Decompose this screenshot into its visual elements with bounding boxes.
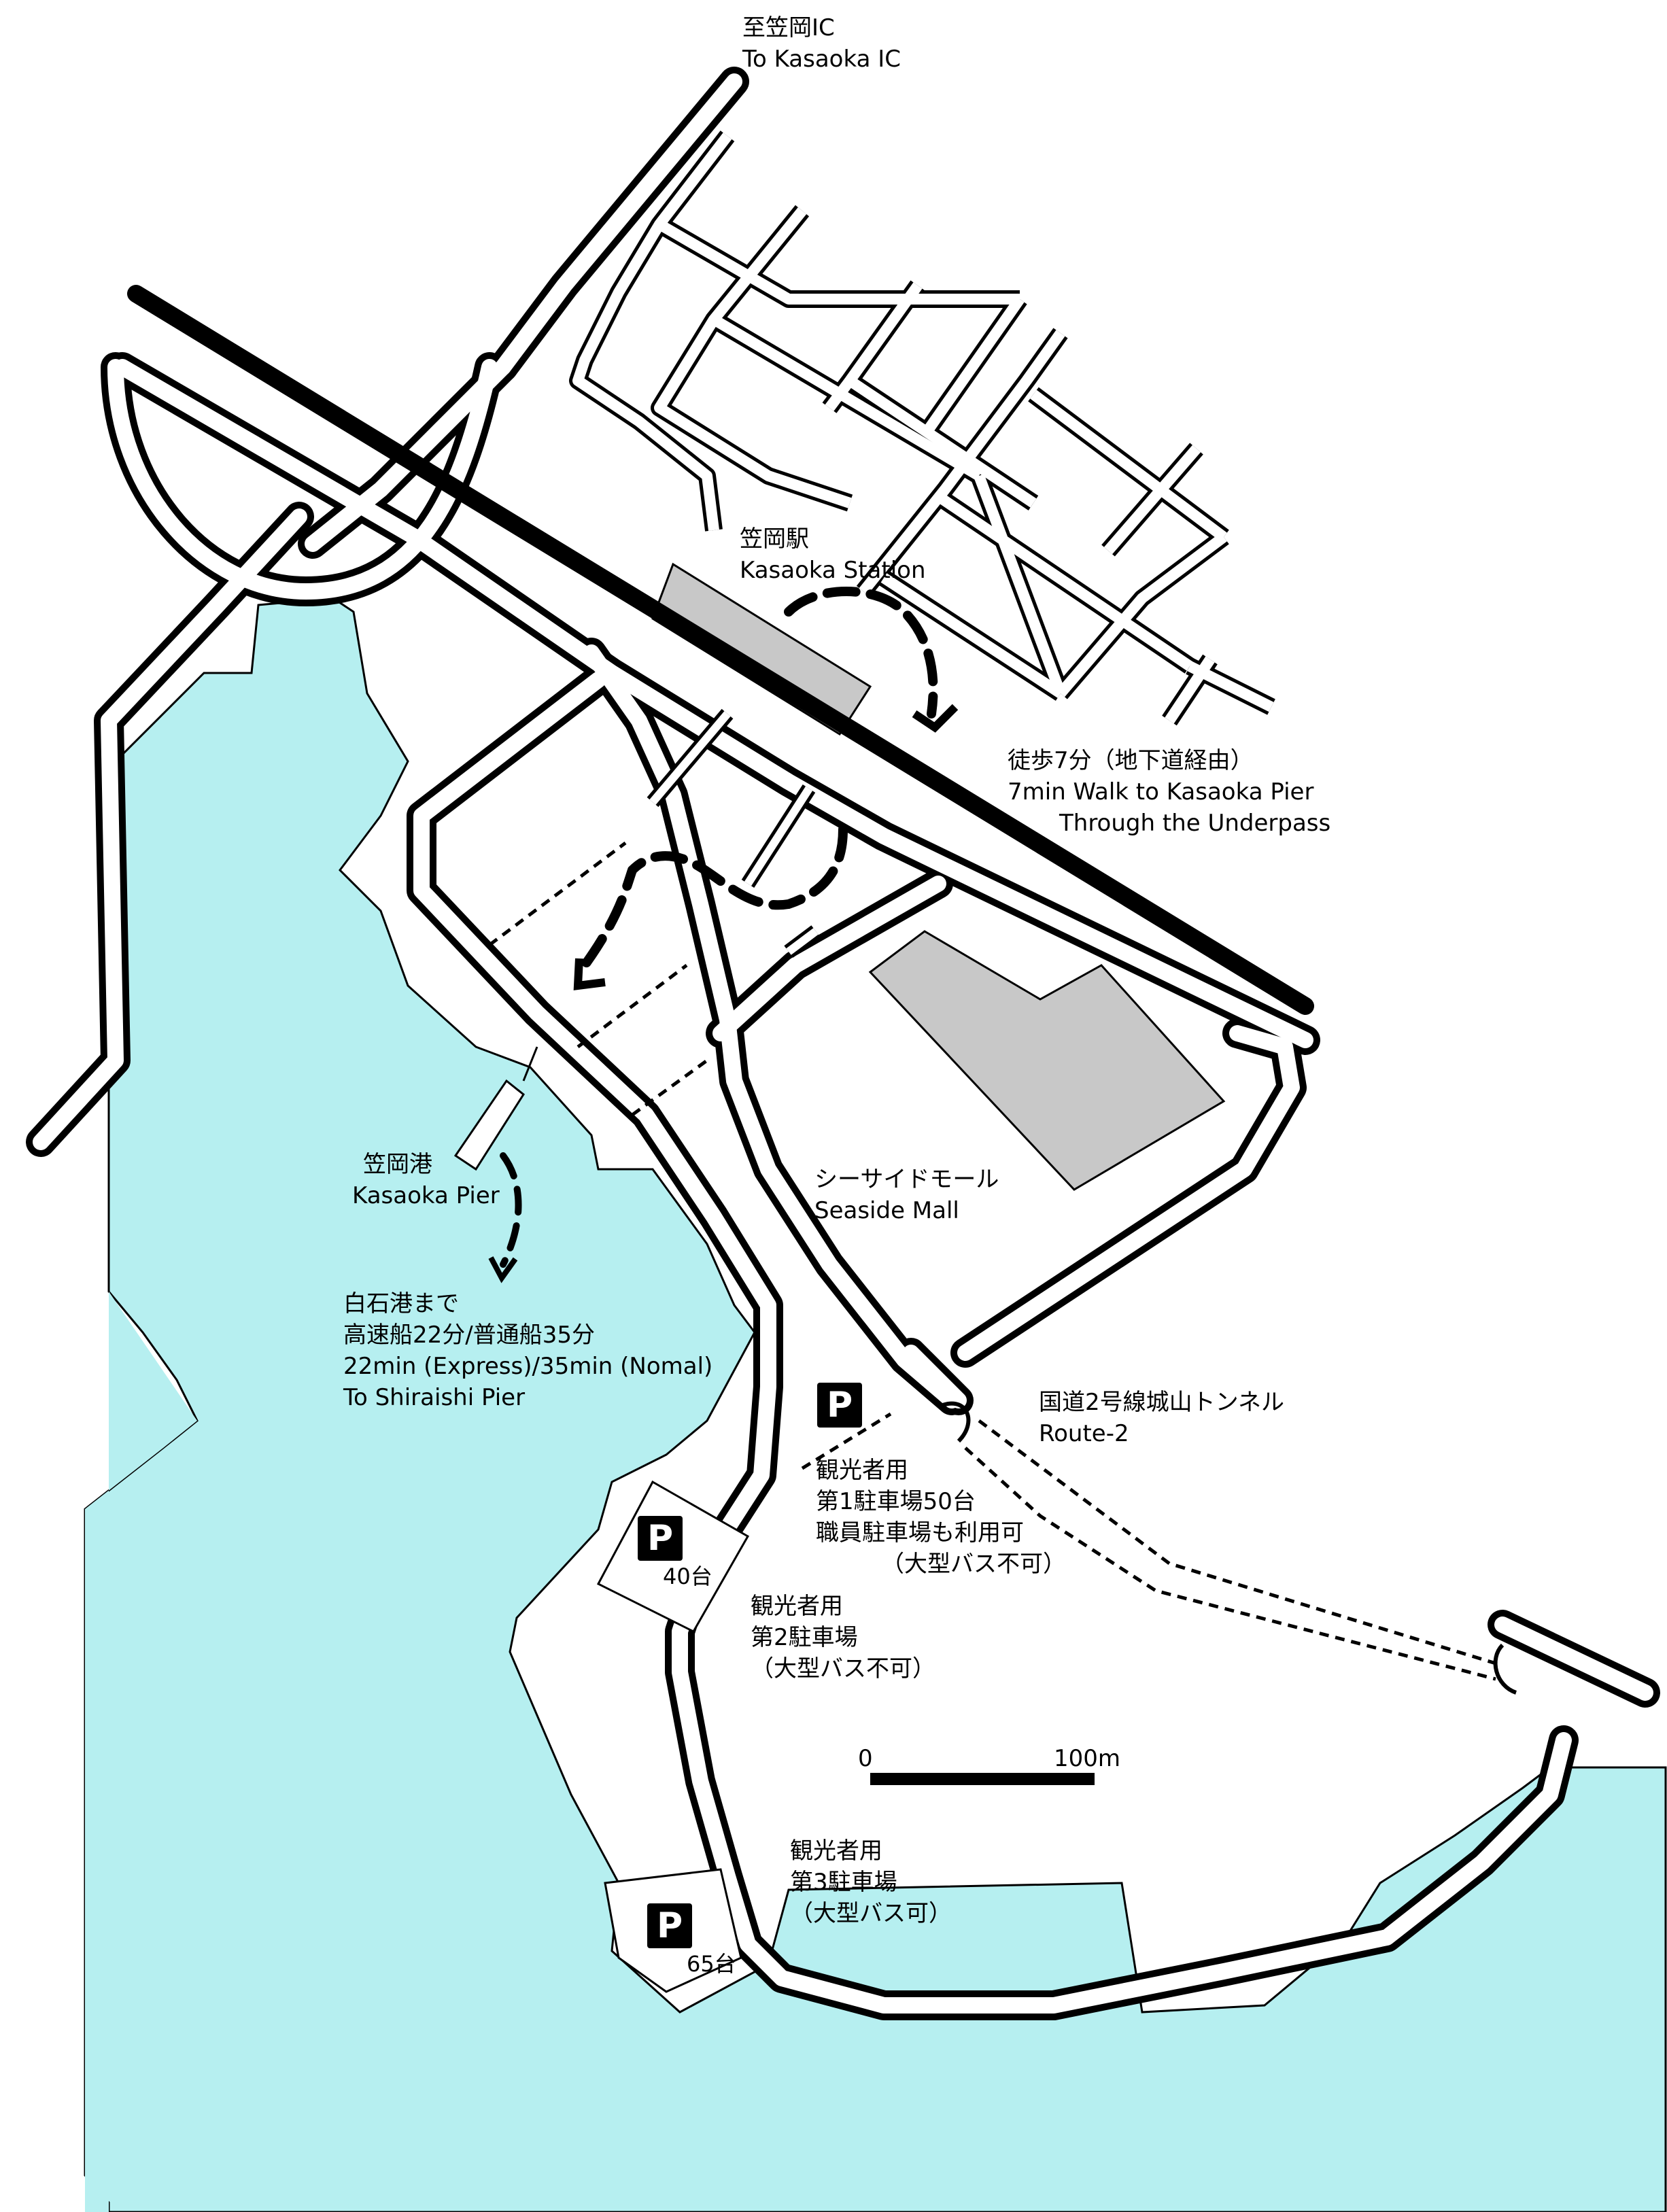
mall-label: シーサイドモール Seaside Mall <box>814 1164 999 1226</box>
scale-max: 100m <box>1054 1745 1121 1772</box>
p3-line3: （大型バス可） <box>790 1900 952 1927</box>
pier-gangway <box>522 1046 538 1082</box>
parking-icon-3: P <box>647 1903 692 1948</box>
ferry-jp2: 高速船22分/普通船35分 <box>343 1321 595 1349</box>
ferry-arrow-head <box>488 1256 518 1283</box>
parking-1-label: 観光者用 第1駐車場50台 職員駐車場も利用可 （大型バス不可） <box>816 1455 1066 1580</box>
station-en: Kasaoka Station <box>740 557 926 584</box>
roads <box>26 67 1660 2020</box>
walk-arrow-head-2 <box>573 958 606 990</box>
mall-jp: シーサイドモール <box>814 1166 999 1193</box>
sea-left-edge <box>85 1292 197 2212</box>
ferry-en1: 22min (Express)/35min (Nomal) <box>343 1353 713 1380</box>
p2-line1: 観光者用 <box>751 1593 843 1620</box>
tunnel-portal-west <box>937 1401 971 1443</box>
walk-arrow-head-1 <box>912 704 959 733</box>
to-ic-label: 至笠岡IC To Kasaoka IC <box>742 12 901 75</box>
walk-label: 徒歩7分（地下道経由） 7min Walk to Kasaoka Pier Th… <box>1008 745 1330 839</box>
p1-line2: 第1駐車場50台 <box>816 1488 976 1515</box>
walk-route-arrow <box>580 587 938 970</box>
parking-2-label: 観光者用 第2駐車場 （大型バス不可） <box>751 1591 935 1684</box>
seaside-mall-building <box>868 930 1226 1191</box>
p1-line1: 観光者用 <box>816 1457 908 1484</box>
south-grid <box>647 708 821 958</box>
route-jp: 国道2号線城山トンネル <box>1039 1389 1284 1416</box>
parking-icon-2: P <box>638 1516 683 1561</box>
p1-line3: 職員駐車場も利用可 <box>816 1519 1024 1546</box>
station-jp: 笠岡駅 <box>740 525 809 553</box>
p2-line2: 第2駐車場 <box>751 1624 858 1651</box>
ferry-route-arrow <box>500 1152 522 1268</box>
p3-line2: 第3駐車場 <box>790 1869 897 1896</box>
route-label: 国道2号線城山トンネル Route-2 <box>1039 1387 1284 1449</box>
town-grid <box>569 131 1275 726</box>
scale-bar <box>870 1773 1095 1785</box>
to-ic-en: To Kasaoka IC <box>742 46 901 73</box>
parking-icon-1: P <box>817 1383 862 1428</box>
route-en: Route-2 <box>1039 1420 1129 1447</box>
pier-label: 笠岡港 Kasaoka Pier <box>352 1149 500 1211</box>
station-label: 笠岡駅 Kasaoka Station <box>740 523 926 586</box>
kasaoka-pier <box>453 1079 525 1171</box>
walk-en1: 7min Walk to Kasaoka Pier <box>1008 778 1314 806</box>
p3-line1: 観光者用 <box>790 1837 882 1865</box>
parking-3-count: 65台 <box>687 1951 736 1977</box>
parking-3-label: 観光者用 第3駐車場 （大型バス可） <box>790 1835 952 1929</box>
ferry-jp1: 白石港まで <box>343 1290 459 1317</box>
ferry-label: 白石港まで 高速船22分/普通船35分 22min (Express)/35mi… <box>343 1288 712 1413</box>
ferry-en2: To Shiraishi Pier <box>343 1384 526 1411</box>
mall-en: Seaside Mall <box>814 1197 959 1224</box>
dashed-lanes <box>488 842 1503 1681</box>
to-ic-jp: 至笠岡IC <box>742 14 835 41</box>
p1-line4: （大型バス不可） <box>881 1551 1066 1578</box>
walk-jp: 徒歩7分（地下道経由） <box>1008 747 1254 774</box>
kasaoka-station-building <box>651 562 872 736</box>
parking-2-count: 40台 <box>663 1563 712 1589</box>
scale-zero: 0 <box>858 1745 873 1772</box>
pier-jp: 笠岡港 <box>363 1151 432 1178</box>
p2-line3: （大型バス不可） <box>751 1655 935 1682</box>
tunnel-portal-east <box>1493 1643 1517 1695</box>
walk-en2: Through the Underpass <box>1059 810 1331 837</box>
pier-en: Kasaoka Pier <box>352 1182 500 1209</box>
